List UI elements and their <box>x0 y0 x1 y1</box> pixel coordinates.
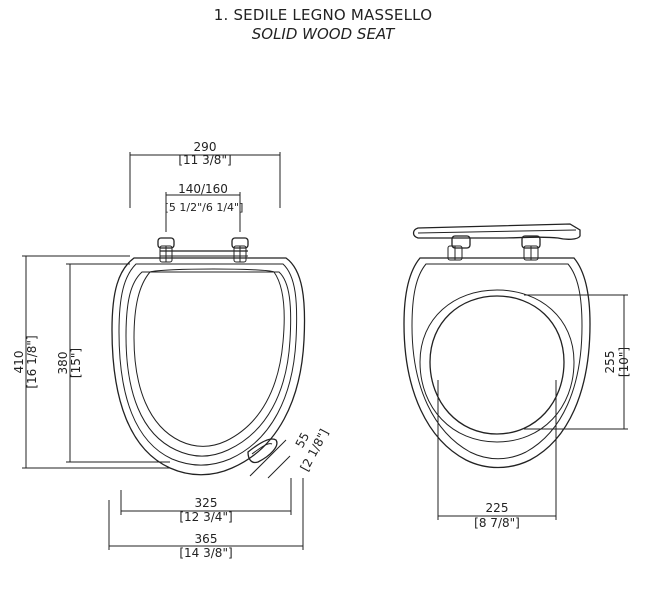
right-view: 255 [10"] 225 [8 7/8"] <box>403 223 631 530</box>
seat-opening <box>429 295 565 435</box>
dim-365: 365 [14 3/8"] <box>108 478 304 560</box>
dim-380: 380 [15"] <box>56 263 170 463</box>
dim-290-mm: 290 <box>194 140 217 154</box>
lid-face <box>125 271 292 457</box>
dim-255-inch: [10"] <box>617 347 631 377</box>
hinge-left <box>157 237 175 263</box>
drawing-subtitle: SOLID WOOD SEAT <box>251 25 395 43</box>
dim-140-160: 140/160 [5 1/2"/6 1/4"] <box>165 182 244 232</box>
dim-410-inch: [16 1/8"] <box>25 335 39 388</box>
dim-140-160-mm: 140/160 <box>178 182 228 196</box>
dim-325-mm: 325 <box>195 496 218 510</box>
lid-inner-edge <box>133 268 285 447</box>
dim-55: 55 [2 1/8"] <box>249 427 331 479</box>
left-view: 290 [11 3/8"] 140/160 [5 1/2"/6 1/4"] 41… <box>12 140 331 560</box>
drawing-title: 1. SEDILE LEGNO MASSELLO <box>213 6 433 24</box>
dim-225-inch: [8 7/8"] <box>474 516 520 530</box>
dim-325-inch: [12 3/4"] <box>179 510 232 524</box>
ring-inner-outline <box>411 263 583 460</box>
lift-handle <box>247 438 278 464</box>
seat-outer-outline <box>111 257 306 476</box>
dim-255-mm: 255 <box>603 351 617 374</box>
dim-55-mm: 55 <box>293 430 313 450</box>
dim-410: 410 [16 1/8"] <box>12 255 170 469</box>
opening-bevel <box>419 289 575 443</box>
dim-290: 290 [11 3/8"] <box>129 140 281 208</box>
rear-hinge-left <box>447 235 471 261</box>
lid-profile-edge <box>417 229 577 234</box>
dim-225-mm: 225 <box>486 501 509 515</box>
dim-140-160-inch: [5 1/2"/6 1/4"] <box>165 201 244 214</box>
dim-365-inch: [14 3/8"] <box>179 546 232 560</box>
dim-380-inch: [15"] <box>69 348 83 378</box>
dim-365-mm: 365 <box>195 532 218 546</box>
lid-profile <box>412 223 581 240</box>
hinge-right <box>231 237 249 263</box>
seat-inner-outline <box>118 263 298 466</box>
dim-255: 255 [10"] <box>524 294 631 430</box>
dim-380-mm: 380 <box>56 352 70 375</box>
ring-outer-outline <box>403 257 591 469</box>
dim-325: 325 [12 3/4"] <box>120 478 292 524</box>
rear-hinge-right <box>521 235 541 261</box>
dim-225: 225 [8 7/8"] <box>437 380 557 530</box>
dim-410-mm: 410 <box>12 351 26 374</box>
dim-290-inch: [11 3/8"] <box>178 153 231 167</box>
